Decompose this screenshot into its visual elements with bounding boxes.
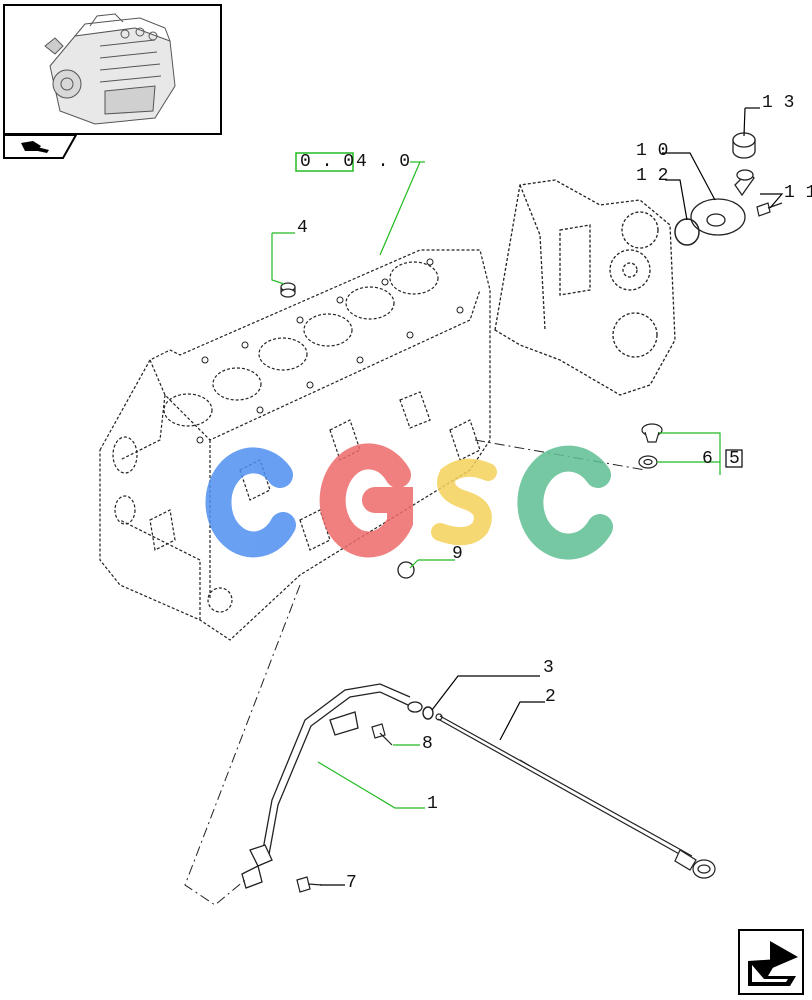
part-9-ring xyxy=(397,561,415,579)
callout-4[interactable]: 4 xyxy=(297,218,308,238)
part-1-tube xyxy=(241,683,423,889)
reference-box xyxy=(295,152,354,172)
callout-11[interactable]: 1 1 xyxy=(784,183,812,203)
callout-1[interactable]: 1 xyxy=(427,794,438,814)
callout-8[interactable]: 8 xyxy=(422,734,433,754)
part-10-filler-neck xyxy=(690,169,755,236)
part-7-bolt xyxy=(296,876,323,893)
gear-housing xyxy=(494,179,676,396)
arrow-back-icon[interactable] xyxy=(738,929,804,995)
callout-3[interactable]: 3 xyxy=(543,658,554,678)
group-box xyxy=(725,449,743,468)
callout-7[interactable]: 7 xyxy=(346,873,357,893)
callout-6[interactable]: 6 xyxy=(702,449,713,469)
callout-5[interactable]: 5 xyxy=(729,449,740,469)
part-11-bolt xyxy=(756,202,783,217)
reference-boxed-text: 0 . 0 xyxy=(300,152,355,172)
wrench-hand-icon[interactable] xyxy=(3,134,77,159)
part-6-plug xyxy=(638,423,663,469)
engine-block xyxy=(99,249,491,641)
part-4-plug xyxy=(280,282,296,298)
callout-9[interactable]: 9 xyxy=(452,544,463,564)
callout-2[interactable]: 2 xyxy=(545,687,556,707)
watermark xyxy=(205,443,613,560)
engine-thumbnail-icon[interactable] xyxy=(3,4,222,135)
callout-12[interactable]: 1 2 xyxy=(636,166,669,186)
callout-13[interactable]: 1 3 xyxy=(762,93,795,113)
part-13-cap xyxy=(732,132,756,159)
part-3-o-ring xyxy=(422,706,434,720)
part-2-dipstick xyxy=(435,713,716,879)
reference-rest-text: 4 . 0 xyxy=(356,152,411,172)
callout-10[interactable]: 1 0 xyxy=(636,141,669,161)
part-12-o-ring xyxy=(674,218,700,246)
part-8-bolt xyxy=(371,723,393,746)
